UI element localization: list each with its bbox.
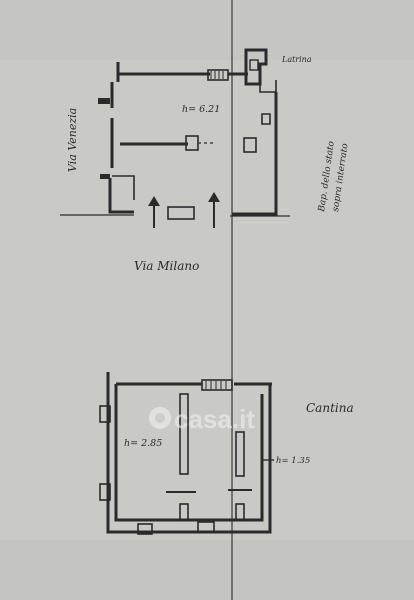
latrina-walls (244, 48, 268, 86)
cellar-outer-walls (106, 372, 272, 534)
cellar-left-window-top (99, 405, 111, 423)
cellar-height-label: h= 2.85 (124, 438, 162, 449)
paper-shade-bottom (0, 540, 414, 600)
latrina-fixture (249, 59, 259, 71)
paper-shade-top (0, 0, 414, 60)
cellar-inner-walls (114, 384, 264, 522)
cellar-bottom-window-mid (197, 521, 215, 533)
cellar-bottom-window-left (137, 523, 153, 535)
ground-left-niche (112, 175, 135, 200)
ground-left-window-mark (98, 98, 110, 104)
latrina-corridor (259, 80, 277, 93)
ground-left-wall-bottom (108, 178, 134, 214)
cellar-plan: h= 2.85 h= 1.35 Cantina (99, 372, 354, 535)
cellar-pillar-right (235, 431, 245, 477)
cantina-label: Cantina (306, 401, 354, 415)
cellar-left-window-bottom (99, 483, 111, 501)
ground-right-window (261, 113, 271, 125)
ground-left-door-mark (100, 174, 110, 179)
watermark-text: casa.it (174, 404, 255, 434)
entry-arrow-right (208, 192, 220, 228)
via-milano-label: Via Milano (134, 259, 199, 273)
cellar-side-height-label: h= 1.35 (276, 456, 310, 466)
cellar-top-vent (201, 379, 233, 391)
entry-arrow-left (148, 196, 160, 228)
ground-height-label: h= 6.21 (182, 104, 220, 115)
via-venezia-label: Via Venezia (66, 108, 79, 172)
ground-right-wall (232, 92, 278, 216)
ground-front-window (167, 206, 195, 220)
cellar-post-right (235, 503, 245, 521)
cellar-post-left (179, 503, 189, 521)
ground-floor-plan: Latrina h= 6.21 Via Venezia Bap. dello s… (60, 48, 351, 273)
casa-it-watermark: casa.it (149, 404, 255, 434)
ground-pillar-right (243, 137, 257, 153)
cellar-pillar-left (179, 393, 189, 475)
latrina-label: Latrina (281, 55, 312, 64)
